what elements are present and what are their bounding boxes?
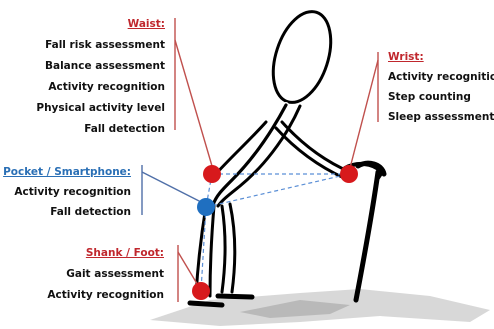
wrist-item: Sleep assessment	[388, 110, 494, 124]
pocket-item: Activity recognition	[14, 185, 131, 199]
waist-item: Physical activity level	[36, 101, 165, 115]
label-brackets	[142, 18, 378, 302]
cane	[356, 172, 378, 300]
waist-pointer	[175, 40, 212, 166]
pocket-pointer	[142, 172, 203, 203]
wrist-item: Activity recognition	[388, 70, 494, 84]
shank-pointer	[178, 252, 199, 287]
shank-item: Gait assessment	[66, 267, 164, 281]
waist-item: Fall risk assessment	[45, 38, 165, 52]
figure-leg-left	[210, 206, 214, 296]
sensors	[192, 165, 358, 300]
shank-sensor	[192, 282, 210, 300]
wrist-pointer	[350, 60, 378, 168]
figure-arm-right	[282, 122, 350, 172]
waist-item: Activity recognition	[48, 80, 165, 94]
wrist-sensor	[340, 165, 358, 183]
waist-sensor	[203, 165, 221, 183]
waist-item: Fall detection	[84, 122, 165, 136]
waist-header: Waist:	[128, 17, 165, 31]
figure-leg-right	[230, 204, 235, 292]
figure-foot-left	[190, 303, 222, 305]
figure-torso-back	[218, 106, 300, 206]
figure-arm-right	[276, 128, 344, 178]
stick-figure	[190, 4, 384, 305]
wrist-item: Step counting	[388, 90, 471, 104]
figure-leg-right	[222, 206, 225, 292]
link-pocket-wrist	[206, 174, 349, 207]
pocket-header: Pocket / Smartphone:	[3, 165, 131, 179]
shank-header: Shank / Foot:	[86, 246, 164, 260]
wrist-header: Wrist:	[388, 50, 424, 64]
waist-item: Balance assessment	[45, 59, 165, 73]
pocket-sensor	[197, 198, 215, 216]
figure-head	[263, 4, 342, 109]
shank-item: Activity recognition	[47, 288, 164, 302]
pocket-item: Fall detection	[50, 205, 131, 219]
figure-foot-right	[218, 296, 252, 297]
